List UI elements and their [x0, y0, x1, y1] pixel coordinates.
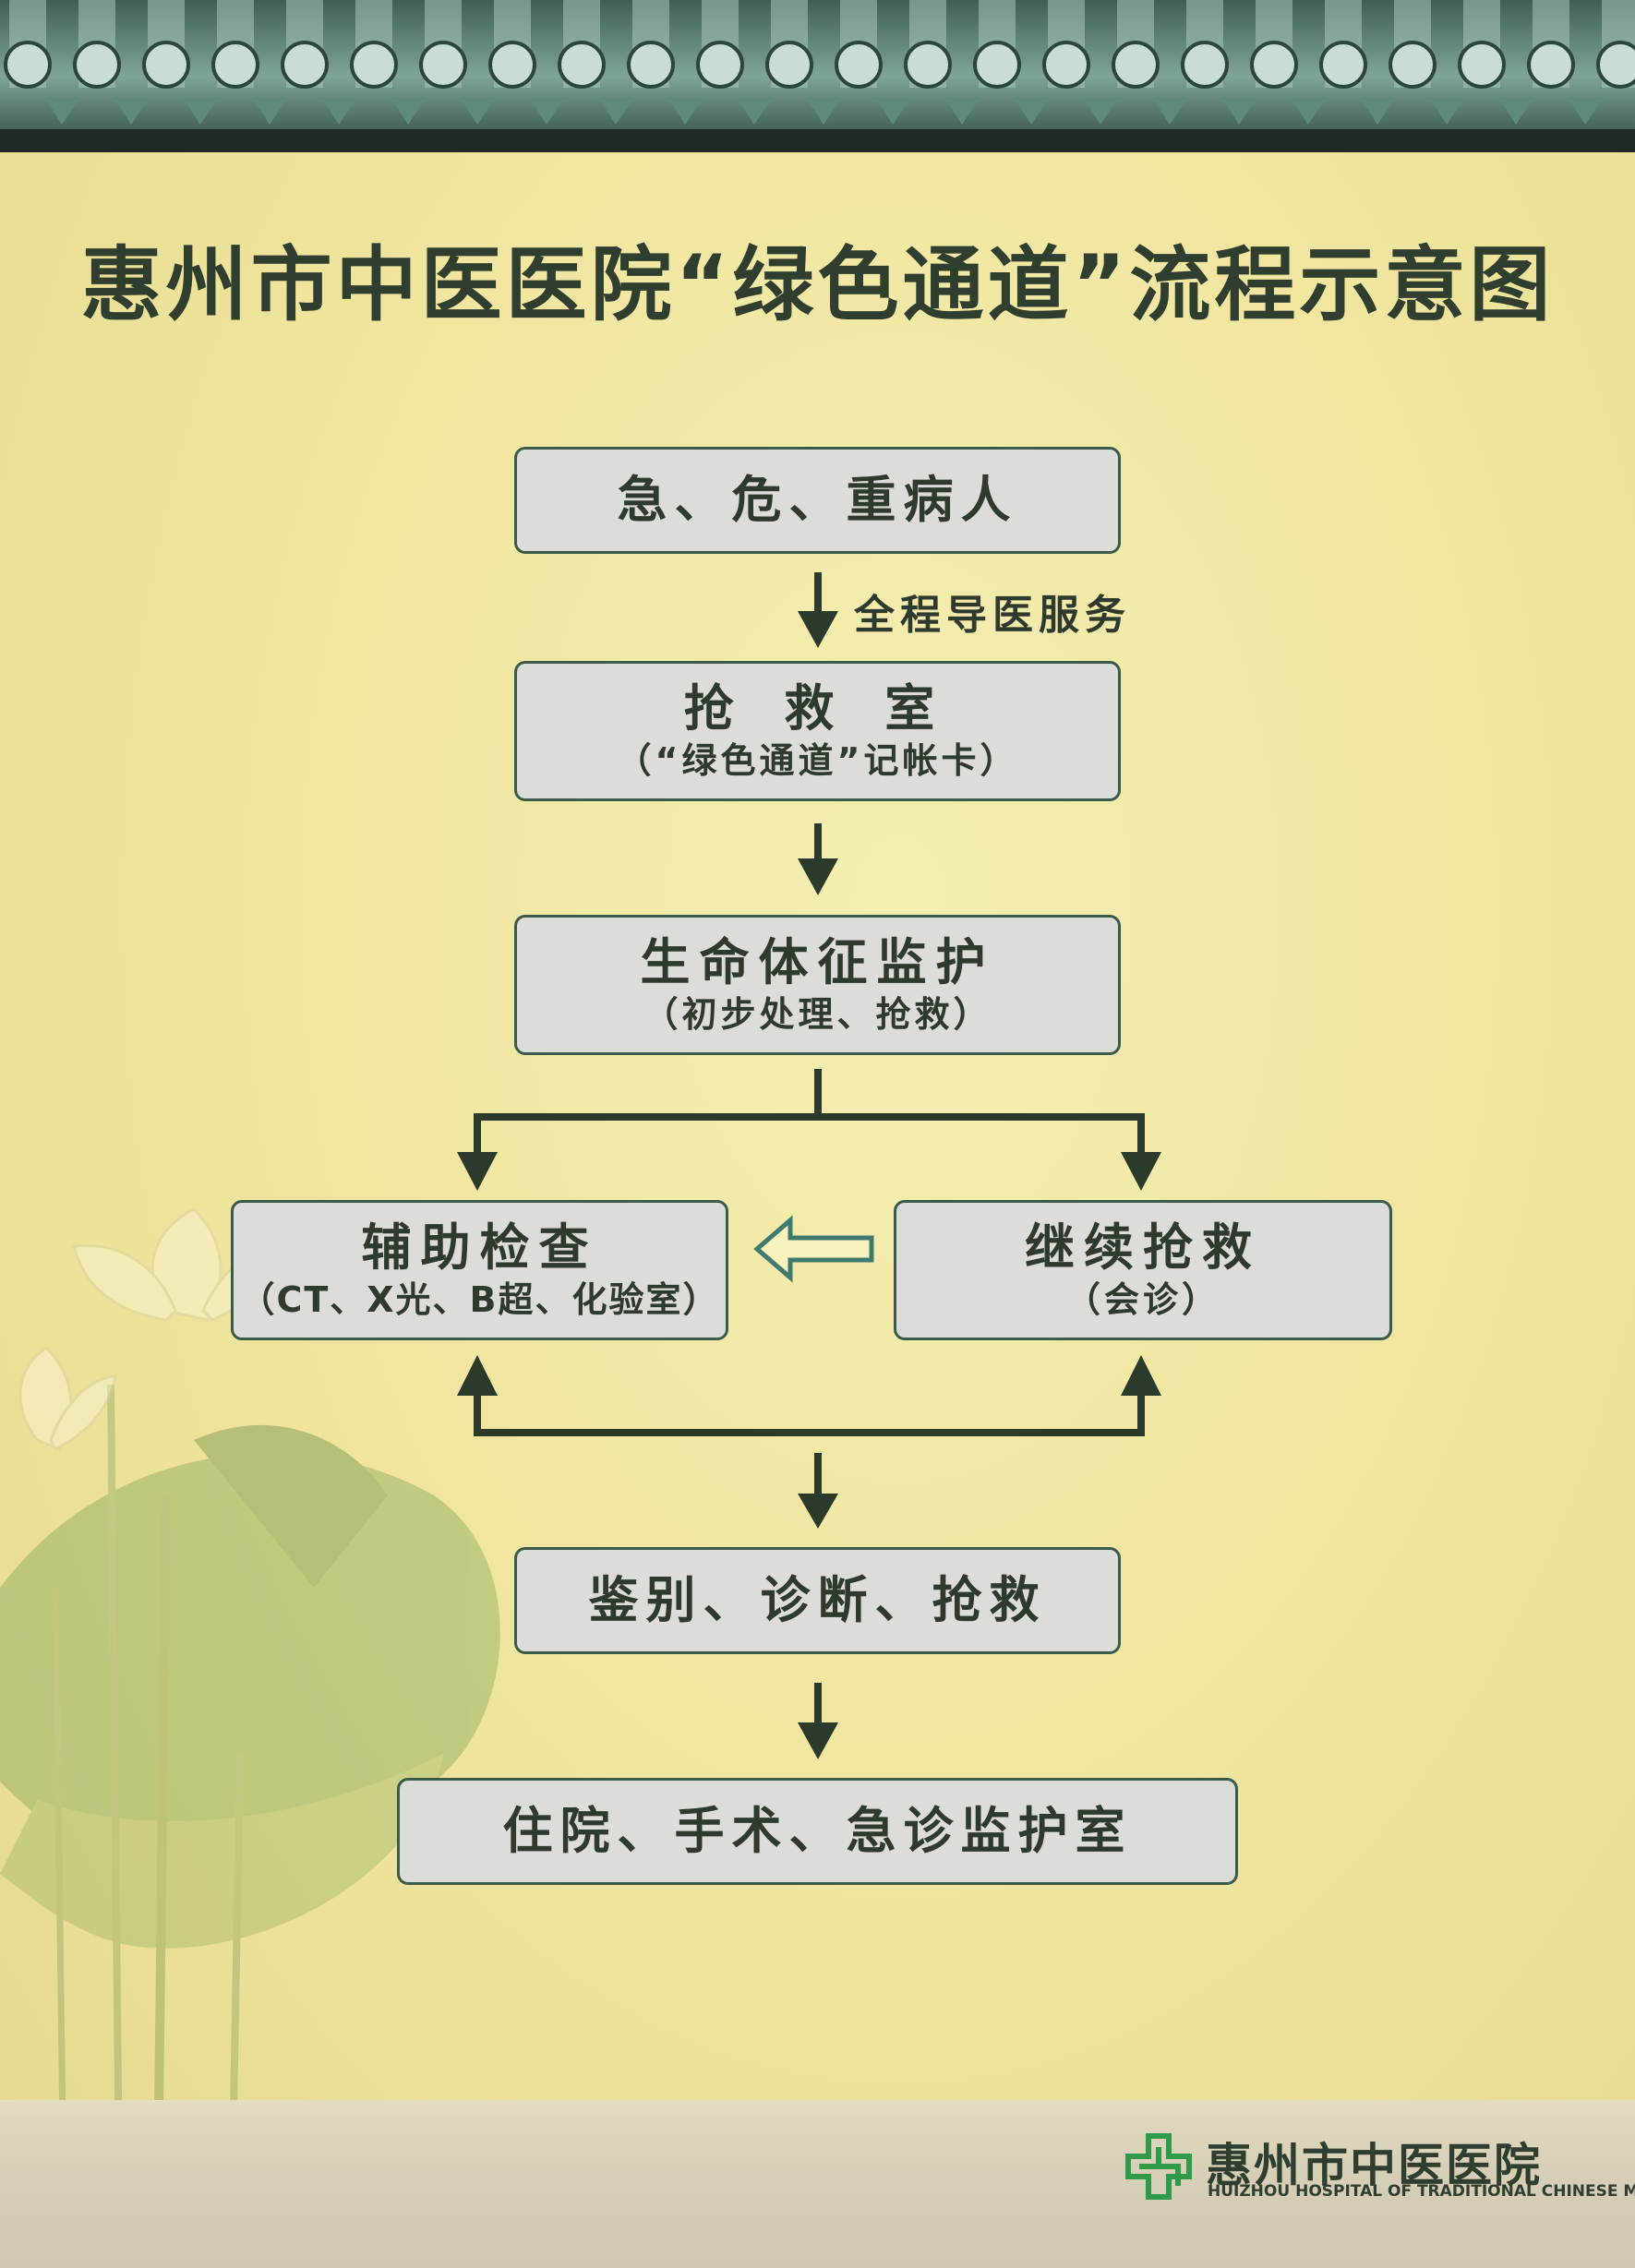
roof-tile-cap: [73, 41, 121, 89]
roof-tiles-decoration: [0, 0, 1635, 152]
node-rescue-room: 抢 救 室 （“绿色通道”记帐卡）: [514, 661, 1121, 801]
node-continue-rescue-sub: （会诊）: [1064, 1279, 1220, 1320]
split-stem: [814, 1069, 822, 1121]
roof-tile-cap: [627, 41, 675, 89]
arrow-rescue-to-vital-head: [798, 858, 838, 895]
merge-right-head: [1121, 1355, 1161, 1396]
node-vital-monitor-sub: （初步处理、抢救）: [643, 994, 992, 1035]
roof-tile-cap: [1458, 41, 1506, 89]
node-rescue-room-sub: （“绿色通道”记帐卡）: [616, 740, 1019, 781]
roof-tile-cap: [835, 41, 883, 89]
roof-tile-drip: [1014, 97, 1050, 125]
roof-tile-drip: [1221, 97, 1257, 125]
roof-tile-cap: [1319, 41, 1367, 89]
arrow-to-diagnosis-head: [798, 1494, 838, 1529]
arrow-patient-to-rescue: [814, 572, 822, 618]
roof-tile-drip: [1291, 97, 1327, 125]
node-continue-rescue-label: 继续抢救: [1025, 1218, 1261, 1277]
edge-label-guide-service: 全程导医服务: [854, 592, 1131, 639]
node-outcome-label: 住院、手术、急诊监护室: [502, 1802, 1133, 1860]
roof-tile-drip: [529, 97, 565, 125]
roof-tile-cap: [211, 41, 259, 89]
roof-tile-drip: [252, 97, 288, 125]
node-outcome: 住院、手术、急诊监护室: [397, 1778, 1238, 1885]
arrow-to-diagnosis: [814, 1453, 822, 1501]
roof-tile-cap: [1112, 41, 1160, 89]
arrow-to-outcome: [814, 1683, 822, 1729]
roof-tile-cap: [904, 41, 952, 89]
node-rescue-room-label: 抢 救 室: [683, 679, 952, 738]
roof-tile-drip: [114, 97, 150, 125]
roof-tile-drip: [598, 97, 634, 125]
roof-tile-cap: [558, 41, 606, 89]
roof-tile-cap: [281, 41, 329, 89]
roof-tile-drip: [1360, 97, 1396, 125]
roof-tile-cap: [1250, 41, 1298, 89]
arrow-to-outcome-head: [798, 1722, 838, 1759]
roof-tile-drip: [737, 97, 773, 125]
node-vital-monitor: 生命体征监护 （初步处理、抢救）: [514, 915, 1121, 1055]
arrow-rescue-to-vital: [814, 823, 822, 865]
node-vital-monitor-label: 生命体征监护: [640, 933, 995, 991]
roof-tile-cap: [4, 41, 52, 89]
roof-tile-drip: [944, 97, 980, 125]
split-right-stem: [1137, 1113, 1145, 1159]
roof-tile-cap: [350, 41, 398, 89]
roof-tile-cap: [1181, 41, 1229, 89]
roof-tile-cap: [1527, 41, 1575, 89]
node-diagnosis: 鉴别、诊断、抢救: [514, 1547, 1121, 1654]
roof-tile-cap: [142, 41, 190, 89]
roof-tile-drip: [1152, 97, 1188, 125]
roof-tile-drip: [1498, 97, 1534, 125]
node-diagnosis-label: 鉴别、诊断、抢救: [588, 1571, 1047, 1629]
node-patient: 急、危、重病人: [514, 447, 1121, 554]
roof-tile-drip: [391, 97, 427, 125]
roof-tile-drip: [667, 97, 703, 125]
split-bar: [474, 1113, 1145, 1121]
split-right-head: [1121, 1152, 1161, 1191]
roof-tile-cap: [488, 41, 536, 89]
bottom-band: [0, 2100, 1635, 2268]
merge-left-head: [457, 1355, 498, 1396]
roof-tile-drip: [806, 97, 842, 125]
node-continue-rescue: 继续抢救 （会诊）: [894, 1200, 1392, 1340]
logo-hospital-english: HUIZHOU HOSPITAL OF TRADITIONAL CHINESE …: [1208, 2182, 1635, 2201]
node-aux-exam: 辅助检查 （CT、X光、B超、化验室）: [231, 1200, 728, 1340]
roof-tile-drip: [1568, 97, 1604, 125]
roof-tile-cap: [765, 41, 813, 89]
merge-left-stem: [474, 1394, 481, 1436]
node-aux-exam-sub: （CT、X光、B超、化验室）: [239, 1279, 720, 1320]
roof-tile-drip: [1083, 97, 1119, 125]
roof-tile-drip: [875, 97, 911, 125]
roof-tile-cap: [1042, 41, 1090, 89]
roof-tile-cap: [696, 41, 744, 89]
split-left-head: [457, 1152, 498, 1191]
roof-tile-cap: [1389, 41, 1437, 89]
node-patient-label: 急、危、重病人: [617, 471, 1018, 529]
split-left-stem: [474, 1113, 481, 1159]
page-title: 惠州市中医医院“绿色通道”流程示意图: [80, 237, 1555, 332]
merge-right-stem: [1137, 1394, 1145, 1436]
arrow-patient-to-rescue-head: [798, 611, 838, 648]
roof-tile-drip: [44, 97, 80, 125]
roof-tile-cap: [973, 41, 1021, 89]
roof-tile-drip: [1429, 97, 1465, 125]
node-aux-exam-label: 辅助检查: [361, 1218, 598, 1277]
hollow-arrow-shape: [753, 1215, 874, 1283]
hospital-cross-logo-icon: [1125, 2133, 1192, 2200]
roof-tile-drip: [460, 97, 496, 125]
roof-tile-drip: [321, 97, 357, 125]
roof-tile-cap: [419, 41, 467, 89]
merge-bar: [474, 1429, 1145, 1436]
logo-hospital-name: 惠州市中医医院: [1206, 2139, 1542, 2192]
roof-tile-drip: [183, 97, 219, 125]
roof-tile-cap: [1596, 41, 1635, 89]
